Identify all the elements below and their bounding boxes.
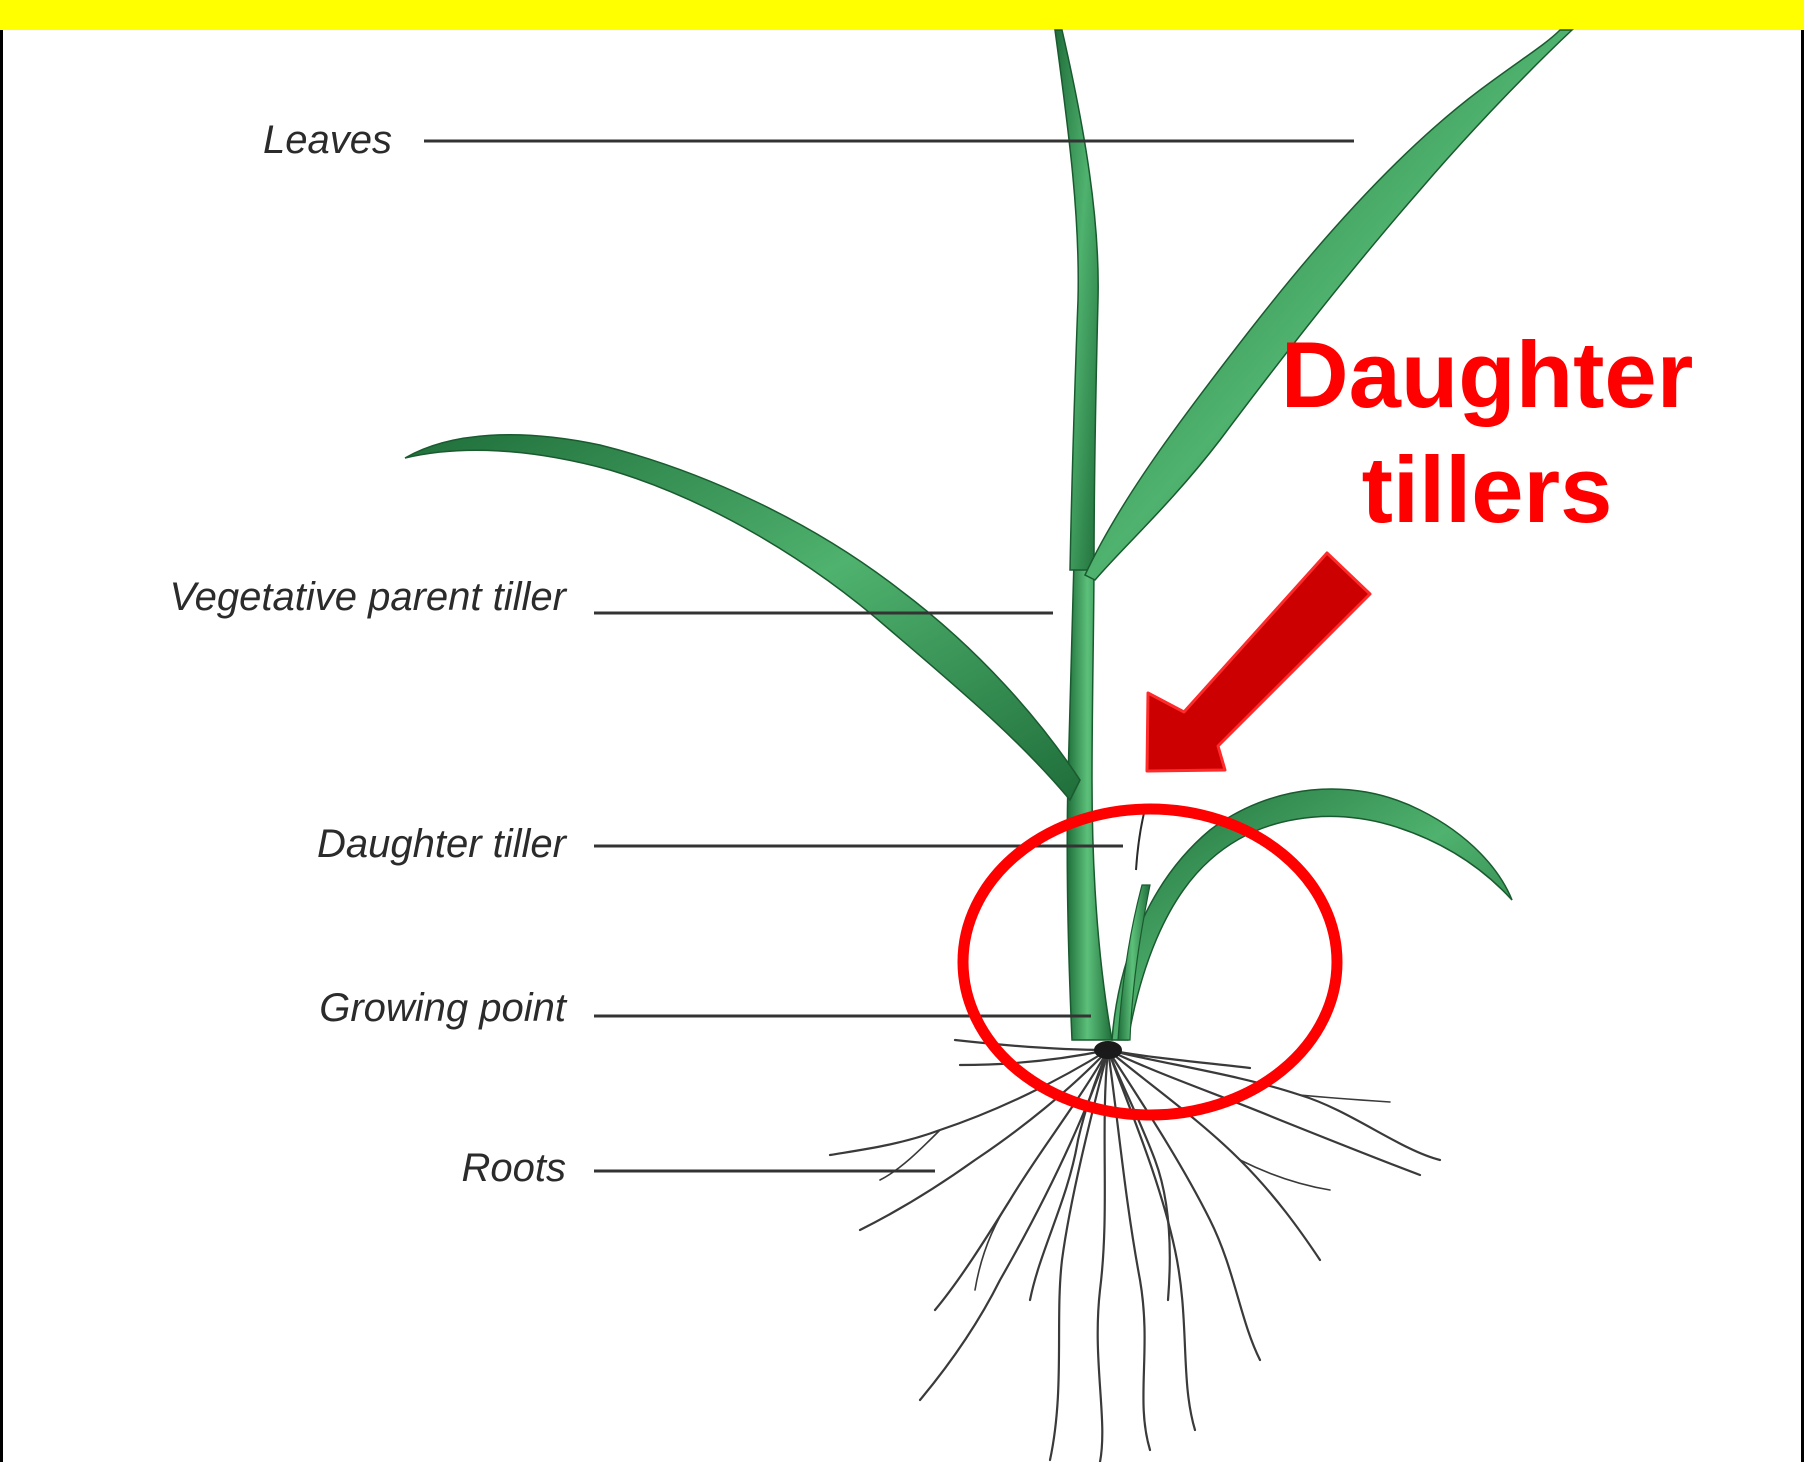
parent-tiller-stem: [1067, 560, 1112, 1040]
label-roots: Roots: [462, 1148, 567, 1188]
label-daughter-tiller: Daughter tiller: [317, 824, 566, 864]
label-leaves: Leaves: [263, 120, 392, 160]
roots-cluster: [830, 1040, 1440, 1462]
daughter-tillers-callout: Daughter tillers: [1252, 318, 1722, 547]
callout-line-1: Daughter: [1252, 318, 1722, 433]
central-leaf: [1055, 30, 1098, 570]
label-vegetative-parent-tiller: Vegetative parent tiller: [169, 577, 566, 617]
root-crown: [1094, 1041, 1122, 1059]
callout-arrow: [1147, 553, 1370, 771]
label-growing-point: Growing point: [319, 988, 566, 1028]
daughter-tiller-leaf: [1112, 789, 1512, 1040]
callout-line-2: tillers: [1252, 433, 1722, 548]
